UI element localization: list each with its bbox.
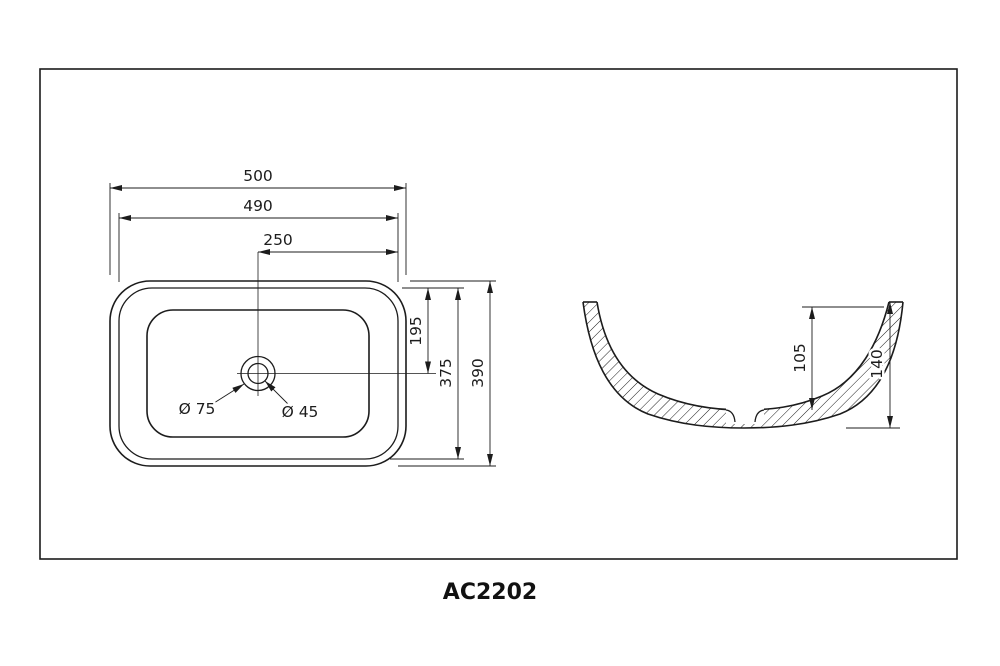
- leader-line: [213, 383, 245, 404]
- drain-inner-diameter-label: Ø 45: [282, 403, 319, 421]
- dim-inner-width: 490: [118, 195, 399, 282]
- dim-inner-width-label: 490: [243, 197, 273, 215]
- dim-overall-width-label: 500: [243, 167, 273, 185]
- dim-overall-depth: 390: [467, 281, 493, 466]
- dim-inner-depth: 375: [435, 288, 461, 459]
- side-view: 105 140: [582, 301, 904, 429]
- drain-outer-diameter-label: Ø 75: [179, 400, 216, 418]
- dim-overall-height: 140: [846, 302, 900, 429]
- model-label: AC2202: [443, 580, 537, 605]
- top-view: 500 490 250 195: [109, 165, 496, 467]
- bowl-outer-profile: [582, 301, 904, 429]
- drawing-border: [39, 68, 958, 560]
- leader-line: [264, 380, 289, 405]
- dim-overall-depth-label: 390: [469, 358, 487, 388]
- dim-drain-offset-y: 195: [405, 288, 431, 374]
- dim-inner-height: 105: [789, 306, 884, 410]
- dim-drain-offset-y-label: 195: [407, 316, 425, 346]
- dim-inner-depth-label: 375: [437, 358, 455, 388]
- drain-lip-left: [725, 409, 736, 423]
- dim-inner-height-label: 105: [791, 343, 809, 373]
- drain-gap: [726, 402, 764, 424]
- drain-lip-right: [754, 409, 765, 423]
- drain-inner-diameter-callout: Ø 45: [264, 380, 321, 424]
- dim-drain-offset-x-label: 250: [263, 231, 293, 249]
- dim-overall-height-label: 140: [868, 349, 886, 379]
- drain-outer-diameter-callout: Ø 75: [176, 383, 245, 421]
- dim-drain-offset-x: 250: [258, 229, 398, 255]
- dim-overall-width: 500: [109, 165, 407, 275]
